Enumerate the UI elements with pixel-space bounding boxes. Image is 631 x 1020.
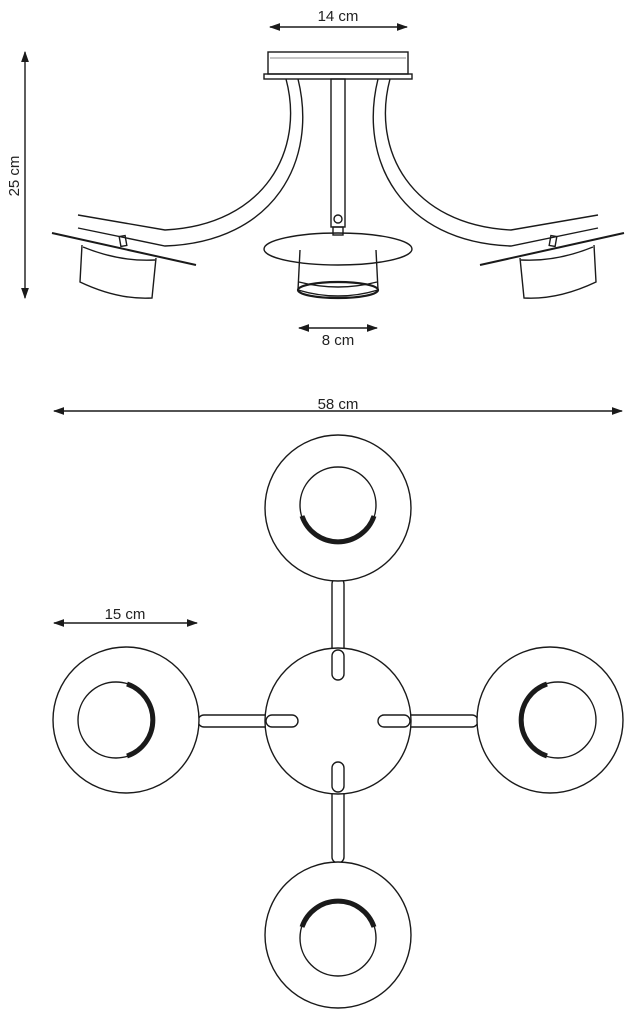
left-lamp bbox=[51, 232, 197, 299]
center-lamp bbox=[263, 232, 413, 300]
right-arm bbox=[372, 78, 599, 248]
center-stem bbox=[330, 78, 346, 236]
right-lamp bbox=[479, 232, 625, 299]
top-view-arm-ends bbox=[265, 649, 411, 793]
top-view-lamp-left bbox=[52, 646, 200, 794]
ceiling-canopy bbox=[263, 51, 413, 80]
dimension-shade-width-label: 8 cm bbox=[322, 332, 355, 349]
dimension-total-width-label: 58 cm bbox=[318, 396, 359, 413]
dimension-height: 25 cm bbox=[6, 50, 29, 300]
top-view: 58 cm 15 cm bbox=[52, 396, 624, 1009]
dimension-arm-length: 15 cm bbox=[52, 606, 199, 627]
side-view: 14 cm 25 cm bbox=[6, 8, 625, 349]
top-view-lamp-top bbox=[264, 434, 412, 582]
top-view-lamp-bottom bbox=[264, 861, 412, 1009]
dimension-height-label: 25 cm bbox=[6, 156, 23, 197]
top-view-lamp-right bbox=[476, 646, 624, 794]
dimension-arm-length-label: 15 cm bbox=[105, 606, 146, 623]
top-view-canopy bbox=[264, 647, 412, 795]
dimension-total-width: 58 cm bbox=[52, 396, 624, 415]
dimension-shade-width: 8 cm bbox=[297, 324, 379, 349]
dimension-top-width: 14 cm bbox=[268, 8, 409, 31]
left-arm bbox=[77, 78, 304, 248]
dimension-top-width-label: 14 cm bbox=[318, 8, 359, 25]
